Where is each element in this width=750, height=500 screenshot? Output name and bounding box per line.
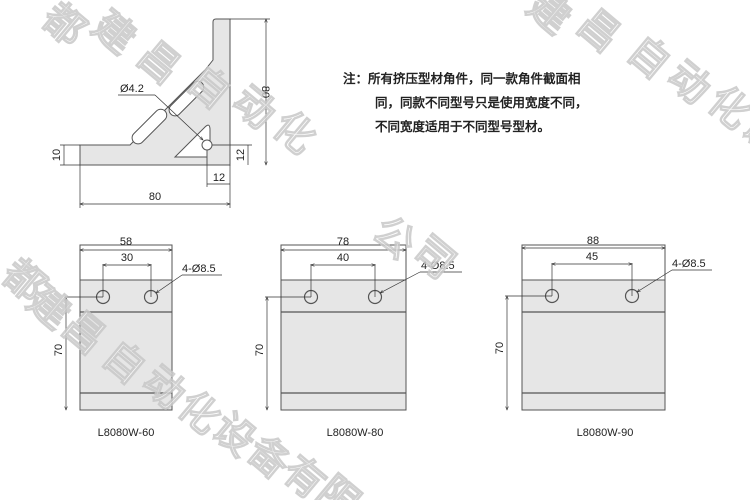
web-slots — [131, 80, 211, 158]
svg-text:都: 都 — [33, 0, 95, 55]
hole-spec-label: 4-Ø8.5 — [421, 260, 455, 272]
hole-diameter-label: Ø4.2 — [120, 83, 144, 95]
hole-spacing-dim: 30 — [121, 252, 133, 264]
height-dim: 70 — [494, 342, 506, 354]
hole-spacing-dim: 45 — [586, 251, 598, 263]
small-hole — [201, 139, 213, 151]
height-dim: 70 — [254, 344, 266, 356]
model-label: L8080W-80 — [327, 427, 384, 439]
base-thickness-dim: 10 — [51, 149, 63, 161]
model-label: L8080W-90 — [577, 427, 634, 439]
note-line-1: 注：所有挤压型材角件，同一款角件截面相 — [343, 71, 581, 86]
note-block: 注：所有挤压型材角件，同一款角件截面相 同，同款不同型号只是使用宽度不同， 不同… — [343, 67, 588, 139]
front-view-80: 78 40 70 4-Ø8.5 L8080W-80 — [254, 236, 462, 439]
note-line-3: 不同宽度适用于不同型号型材。 — [375, 119, 551, 134]
front-view-90: 88 45 70 4-Ø8.5 L8080W-90 — [494, 235, 712, 439]
front-view-60: 58 30 70 4-Ø8.5 L8080W-60 — [53, 236, 222, 439]
hole-spec-label: 4-Ø8.5 — [672, 258, 706, 270]
note-line-2: 同，同款不同型号只是使用宽度不同， — [375, 95, 588, 110]
side-width-dim: 80 — [149, 191, 161, 203]
note-prefix: 注： — [343, 71, 369, 86]
width-dim: 88 — [587, 235, 599, 247]
foot-block — [206, 144, 231, 166]
model-label: L8080W-60 — [98, 427, 155, 439]
foot-height-dim: 12 — [235, 149, 247, 161]
width-dim: 58 — [120, 236, 132, 248]
side-view: 80 80 10 12 12 Ø4.2 — [51, 19, 271, 208]
hole-spec-label: 4-Ø8.5 — [182, 263, 216, 275]
width-dim: 78 — [337, 236, 349, 248]
height-dim: 70 — [53, 344, 65, 356]
foot-width-dim: 12 — [213, 172, 225, 184]
svg-text:建: 建 — [84, 2, 145, 64]
hole-spacing-dim: 40 — [337, 252, 349, 264]
side-height-dim: 80 — [259, 86, 271, 98]
